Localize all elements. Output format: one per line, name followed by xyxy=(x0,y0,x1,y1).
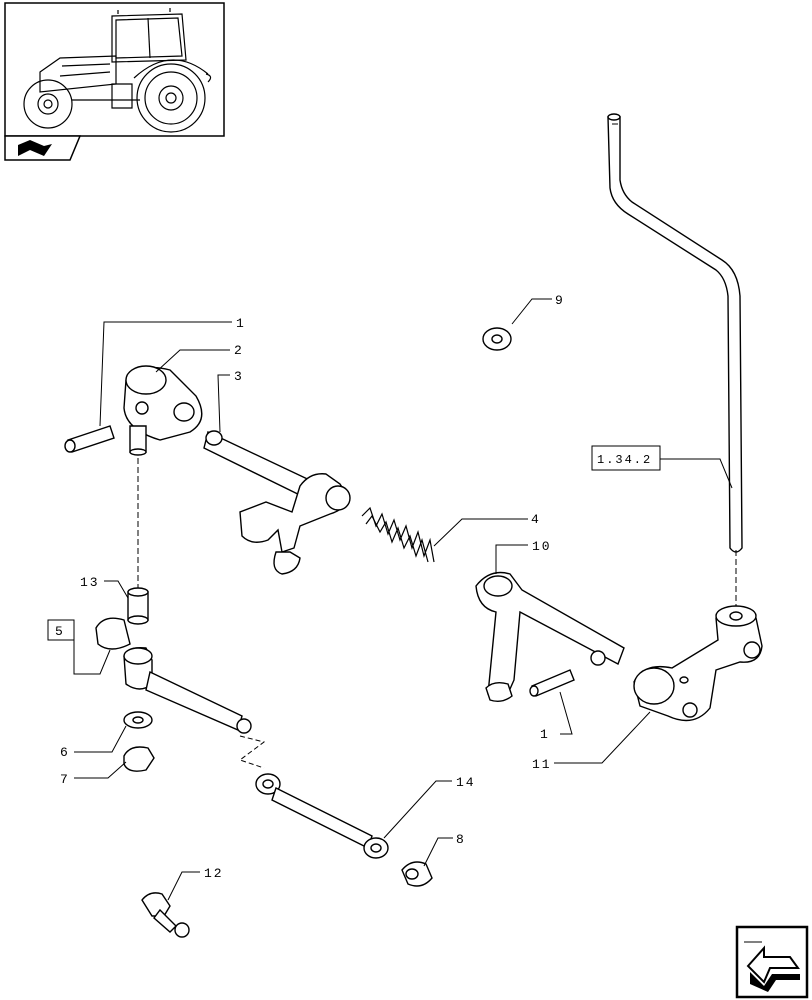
link-rod-14 xyxy=(255,773,389,859)
callout-13: 13 xyxy=(80,575,100,590)
upper-shaft-assembly xyxy=(123,365,351,575)
callout-11: 11 xyxy=(532,757,552,772)
callout-10: 10 xyxy=(532,539,552,554)
callout-3: 3 xyxy=(234,369,244,384)
callout-8: 8 xyxy=(456,832,466,847)
washer-9 xyxy=(482,327,512,351)
gear-lever-rod xyxy=(607,113,743,553)
spring-4 xyxy=(361,506,435,563)
right-shaft-assembly xyxy=(475,571,763,722)
callout-1-left: 1 xyxy=(236,316,246,331)
callout-14: 14 xyxy=(456,775,476,790)
callout-5: 5 xyxy=(55,624,65,639)
callout-7: 7 xyxy=(60,772,70,787)
next-page-arrow-icon[interactable] xyxy=(735,925,809,999)
callout-2: 2 xyxy=(234,343,244,358)
callout-1-right: 1 xyxy=(540,727,550,742)
callout-12: 12 xyxy=(204,866,224,881)
nut-8 xyxy=(401,861,433,887)
book-arrow-icon[interactable] xyxy=(4,135,82,161)
leader-lines xyxy=(47,298,733,901)
lower-lever-assembly xyxy=(95,587,252,772)
reference-1-34-2[interactable]: 1.34.2 xyxy=(597,453,652,467)
roll-pin-1-left xyxy=(64,425,115,453)
tractor-thumbnail[interactable] xyxy=(4,2,225,137)
callout-9: 9 xyxy=(555,293,565,308)
callout-4: 4 xyxy=(531,512,541,527)
ball-stud-12 xyxy=(141,892,190,938)
callout-6: 6 xyxy=(60,745,70,760)
tractor-icon xyxy=(23,8,212,133)
